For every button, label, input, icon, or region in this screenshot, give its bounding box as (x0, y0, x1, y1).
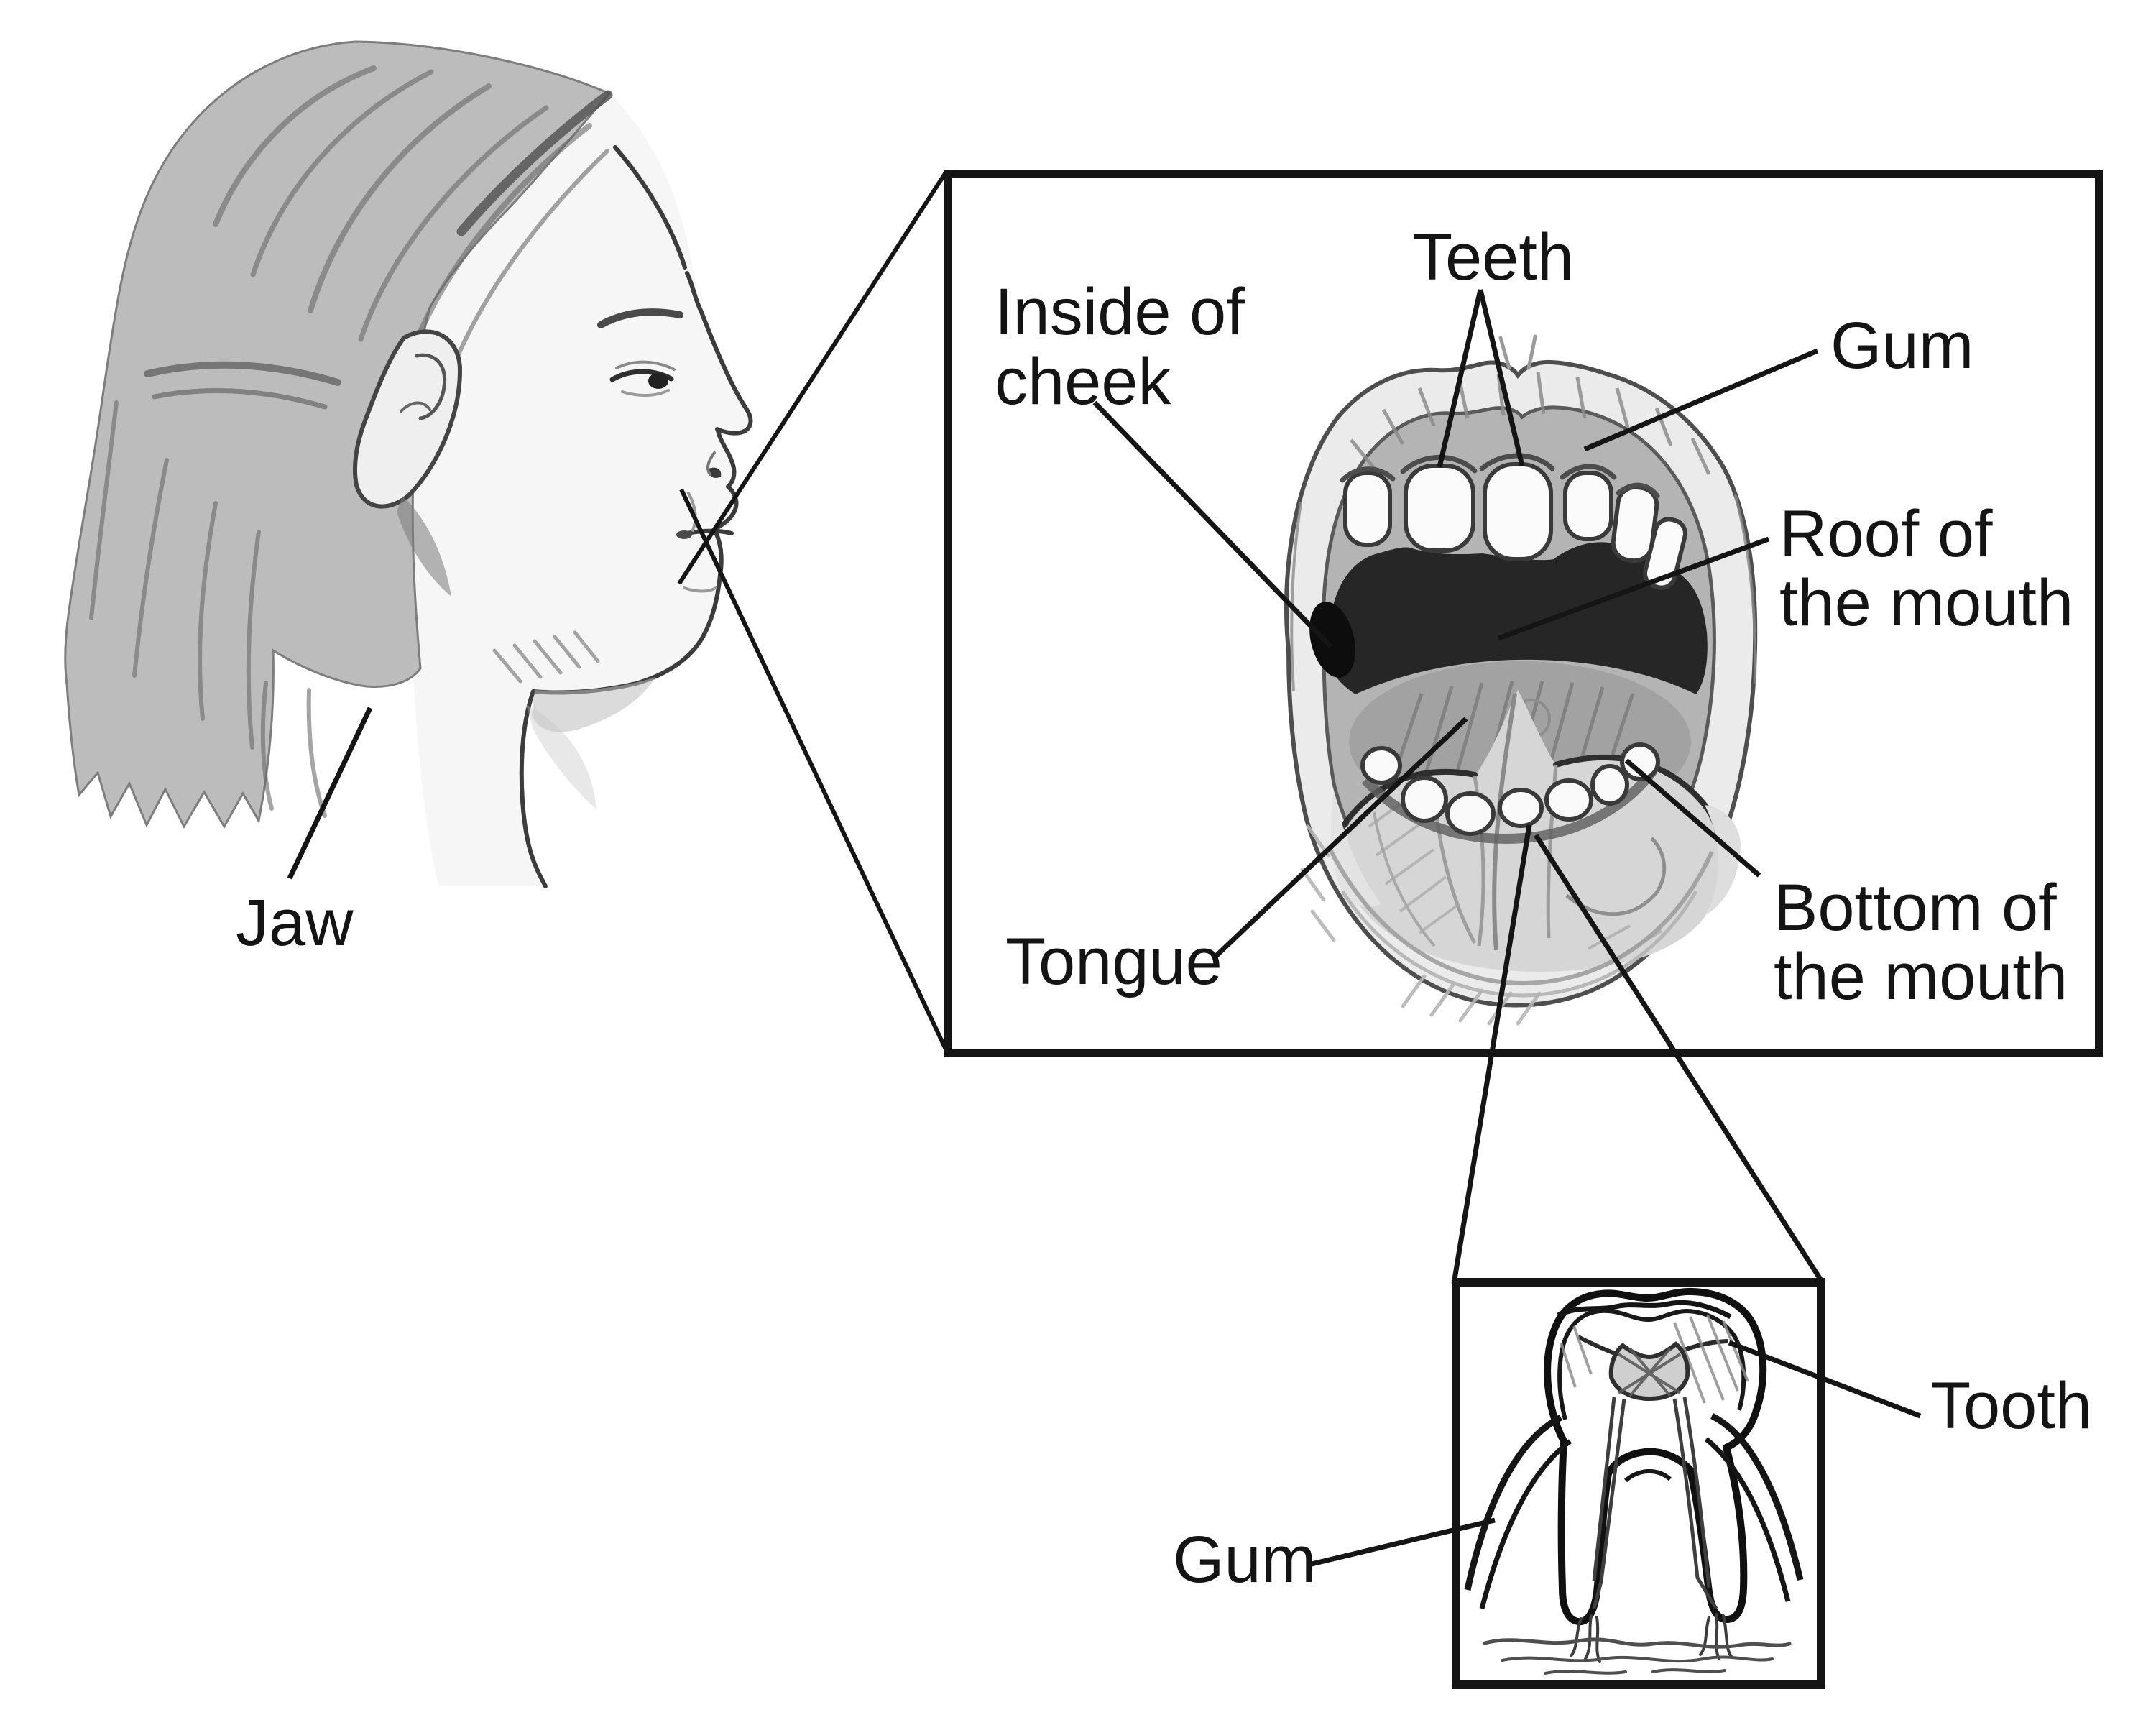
eye-iris (648, 373, 668, 389)
upper-tooth-molar (1643, 517, 1687, 590)
ground-hatching (1483, 1637, 1792, 1675)
neck-side-shading (526, 704, 596, 809)
tooth-leader (1728, 1340, 1922, 1419)
mouth-corner-shadow (676, 530, 692, 539)
hair-strands (89, 65, 609, 818)
eyelid-crease (615, 360, 676, 371)
tooth-connector-right (1534, 834, 1825, 1285)
gum-lower-leader (1311, 1517, 1496, 1567)
lower-teeth (1360, 742, 1660, 836)
gum-left-inner (1479, 1439, 1572, 1609)
inside-of-cheek-label: Inside of cheek (995, 275, 1245, 418)
ear (353, 329, 463, 509)
jaw-label: Jaw (236, 886, 354, 960)
mouth-outer-sketchline (1290, 494, 1757, 691)
tongue-left-crease-2 (1373, 811, 1436, 947)
lower-tooth (1590, 764, 1629, 806)
nostril (708, 467, 722, 478)
nose-wing-line (706, 451, 716, 476)
gum-upper-label: Gum (1830, 309, 1974, 382)
tooth-label: Tooth (1930, 1369, 2093, 1443)
jaw-hatching (492, 630, 600, 684)
lower-lip-outer-streak (1340, 890, 1698, 998)
tooth-leader-lines (1311, 1340, 1922, 1567)
cheek-corner-dark (1309, 602, 1355, 678)
lower-tooth (1620, 742, 1660, 781)
lower-tooth (1445, 791, 1496, 836)
face-sketch (64, 40, 753, 888)
lower-tooth (1544, 778, 1593, 822)
mouth-floor-right (1705, 805, 1741, 914)
hair-temple-streak (144, 361, 341, 386)
eye-lower-lid (621, 389, 670, 397)
ear-tragus-curve (400, 401, 431, 413)
eyebrow (597, 308, 683, 328)
gum-right-outer (1710, 1412, 1804, 1581)
connector-bottom (679, 488, 949, 1052)
mouth-leader-lines (1092, 289, 1819, 960)
upper-tooth (1343, 471, 1392, 547)
neck-shading (532, 677, 655, 732)
chin-crease (683, 586, 717, 593)
upper-tooth-central-left (1404, 464, 1475, 553)
root-canals (1592, 1397, 1718, 1610)
tooth-gum-curves (1464, 1412, 1804, 1609)
lower-tooth-central (1498, 788, 1544, 828)
hair-temple-streak-2 (152, 387, 328, 410)
upper-tooth-central-right (1483, 462, 1553, 561)
tongue-label: Tongue (1005, 925, 1222, 998)
enamel-inner-line (1557, 1308, 1746, 1420)
face-to-inset-connectors (677, 171, 949, 1052)
teeth-leader-right (1478, 289, 1525, 466)
philtrum-lines (1498, 334, 1537, 370)
roof-of-mouth-label: Roof of the mouth (1779, 497, 2074, 640)
pulp-texture (1617, 1347, 1682, 1397)
behind-ear-shadow (397, 496, 451, 597)
smile-fold (687, 492, 697, 532)
crown-occlusal-line (1557, 1300, 1732, 1320)
tooth-sketch (1464, 1287, 1804, 1675)
tongue-left-boundary-arc (1332, 768, 1478, 842)
lower-tooth (1401, 776, 1448, 823)
lower-lip-inner-streak (1327, 847, 1714, 986)
teeth-leader-left (1437, 289, 1483, 468)
tooth-connector-left (1451, 824, 1532, 1284)
teeth-label: Teeth (1412, 221, 1575, 294)
tongue-leader (1212, 717, 1468, 960)
upper-teeth (1343, 462, 1687, 590)
hair-part-shadow (456, 90, 613, 236)
tongue-center-crease (1492, 693, 1517, 951)
mouth-sketch (1284, 334, 1758, 1026)
face-profile-line (519, 145, 753, 888)
gum-upper-leader (1583, 348, 1819, 452)
connector-top (677, 171, 948, 585)
gum-mid-arc (1624, 1468, 1672, 1483)
gum-right-inner (1704, 1437, 1791, 1602)
upper-tooth-lateral (1563, 471, 1613, 541)
jaw-leader-line (287, 707, 373, 880)
ear-inner-curve (415, 353, 447, 420)
gum-left-outer (1464, 1414, 1563, 1591)
inside-of-cheek-leader (1092, 400, 1333, 649)
crown-hatching (1560, 1315, 1749, 1404)
tongue-right-curl (1565, 837, 1667, 916)
tooth-inset-connectors (1451, 824, 1825, 1285)
upper-lip-hatching (1350, 372, 1711, 476)
lower-tooth (1360, 746, 1402, 785)
bottom-of-mouth-leader (1624, 758, 1761, 878)
oral-cavity-dark (1327, 542, 1708, 694)
mouth-floor-left (1330, 791, 1381, 908)
gum-lower-label: Gum (1173, 1523, 1317, 1596)
bottom-of-mouth-label: Bottom of the mouth (1774, 871, 2068, 1013)
roof-of-mouth-leader (1497, 536, 1770, 641)
